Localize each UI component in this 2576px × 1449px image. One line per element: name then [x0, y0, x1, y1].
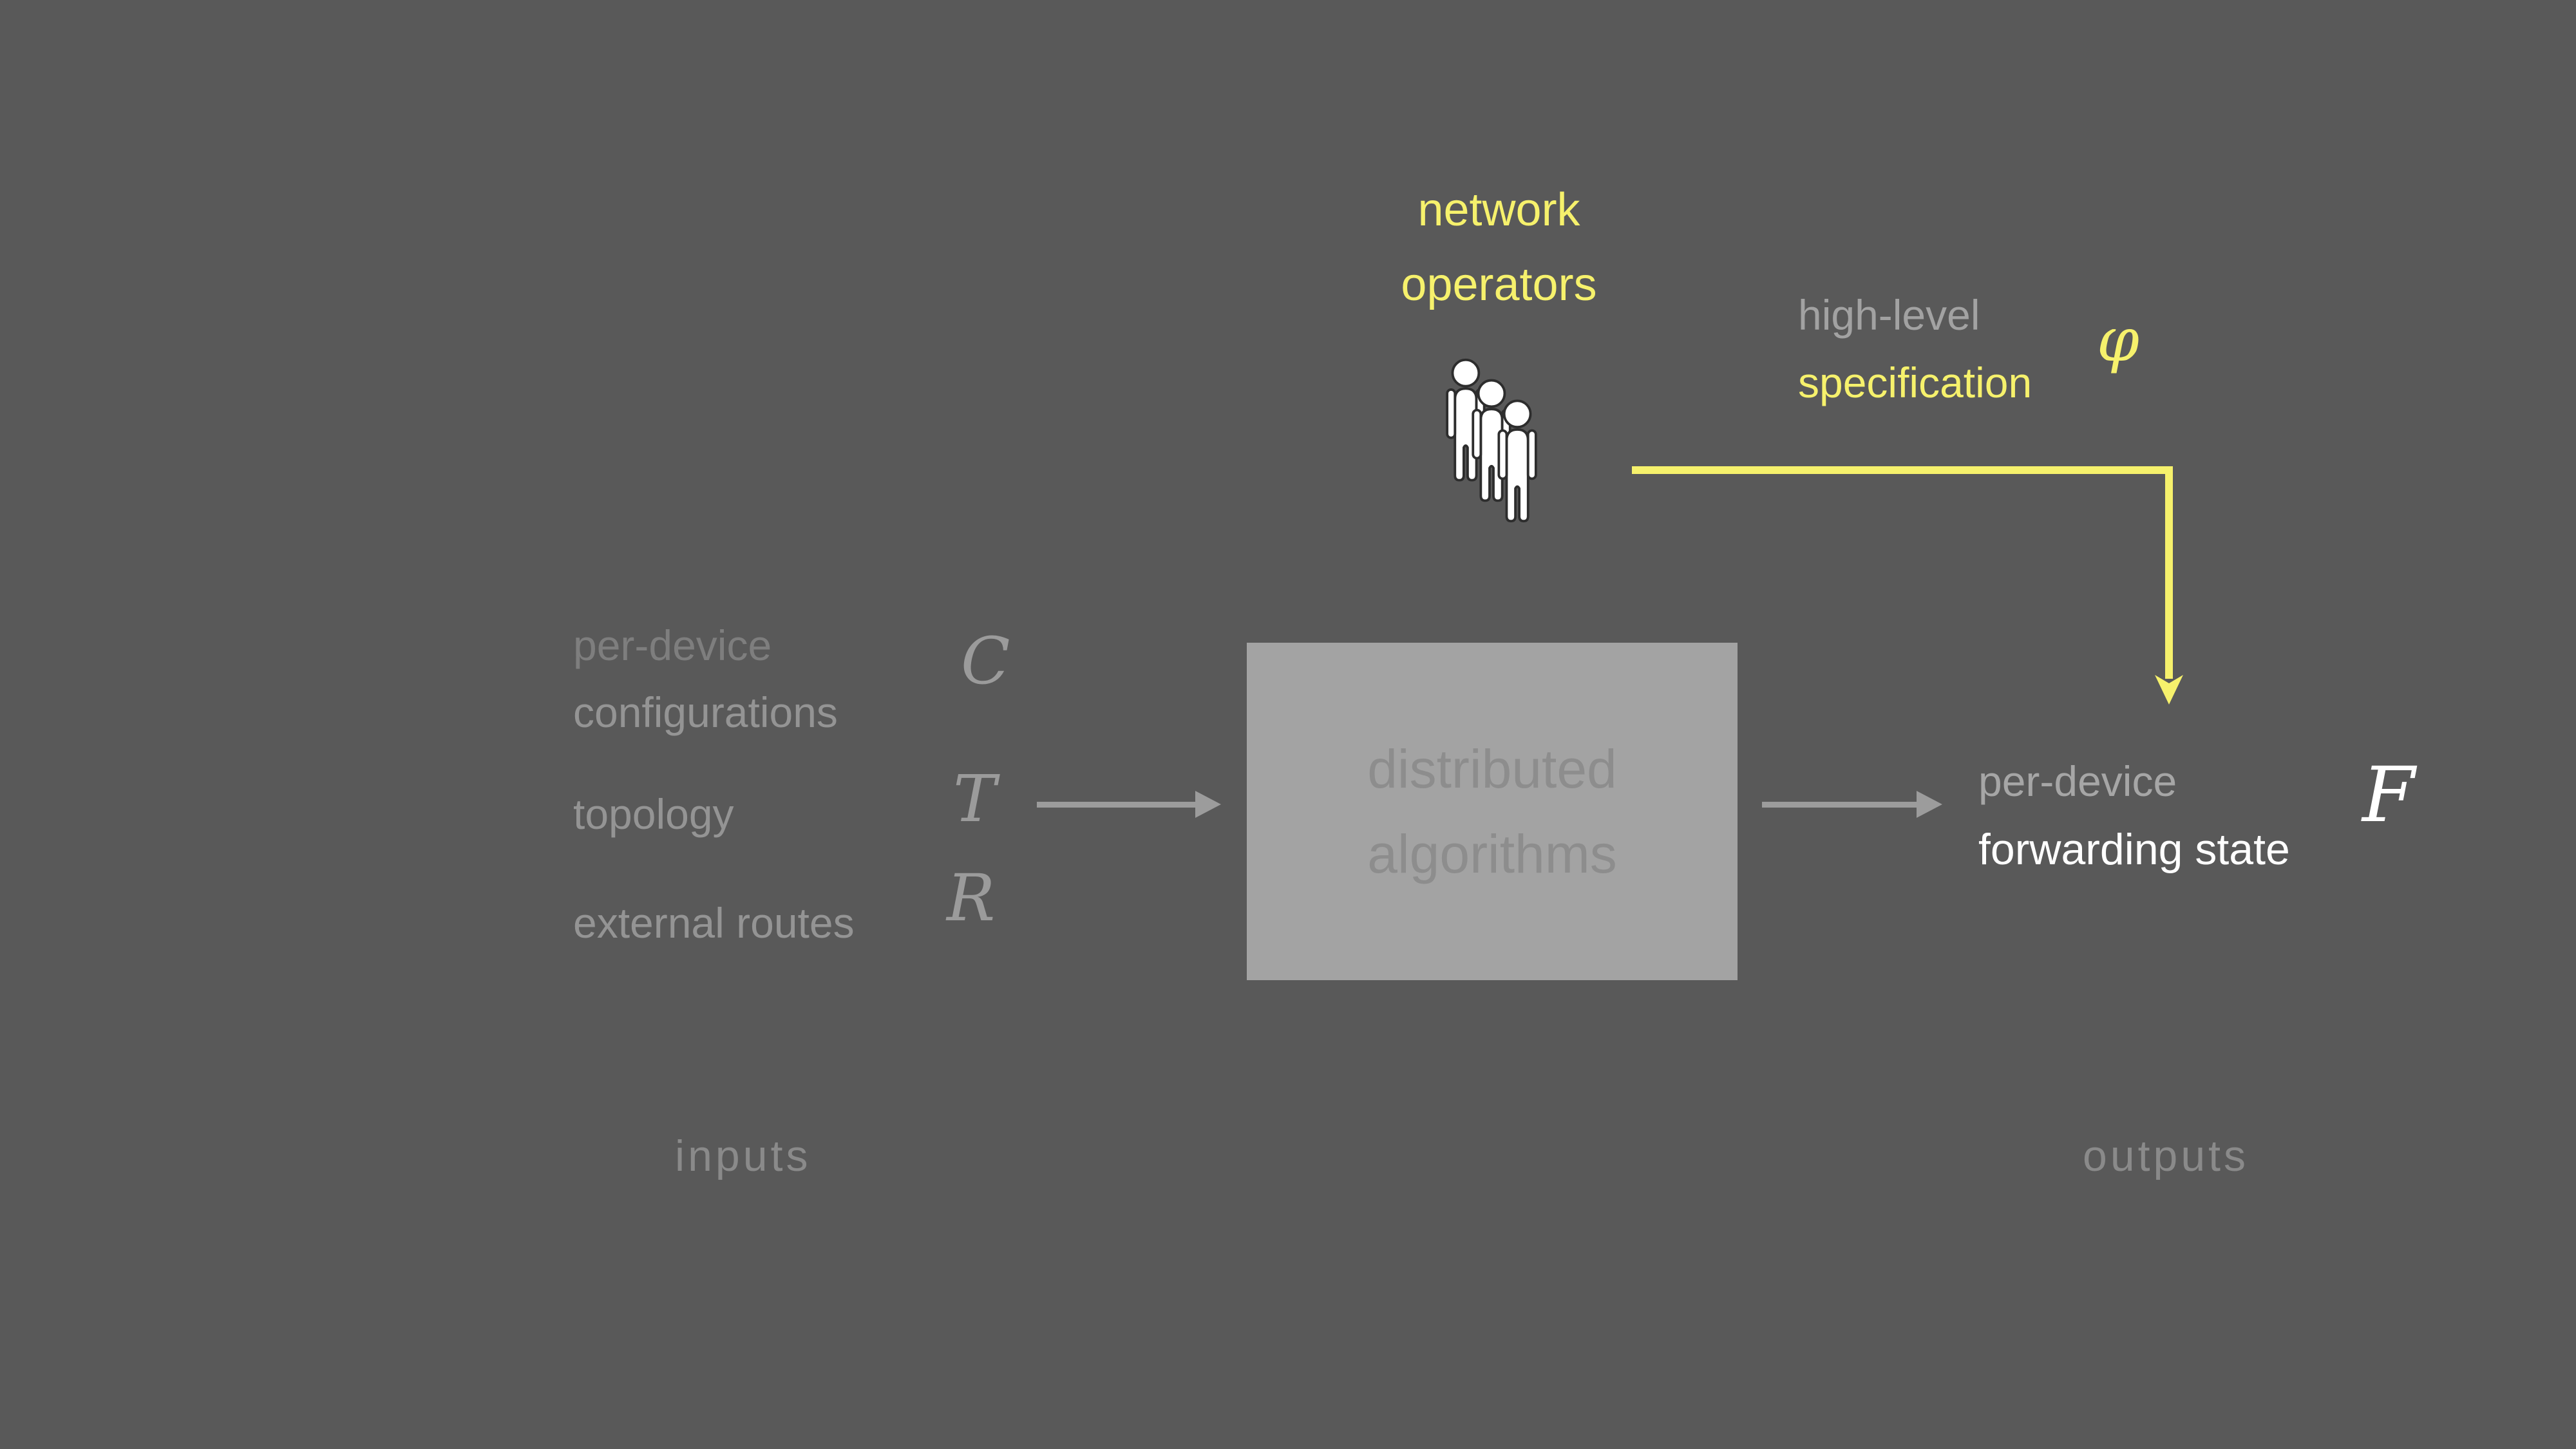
configurations-line2: configurations: [573, 688, 838, 736]
high-level-spec-label: high-level specification: [1798, 281, 2032, 417]
output-label: per-device forwarding state: [1978, 747, 2290, 884]
people-group-icon: [1446, 358, 1537, 523]
spec-line1: high-level: [1798, 291, 1980, 339]
symbol-t: T: [953, 761, 996, 837]
symbol-c: C: [961, 623, 1010, 699]
outputs-caption: outputs: [2083, 1132, 2249, 1180]
inputs-caption: inputs: [675, 1132, 811, 1180]
input-row-external-routes: external routes: [573, 899, 855, 947]
process-line1: distributed: [1367, 739, 1617, 799]
symbol-f: F: [2362, 750, 2415, 839]
phi-symbol: φ: [2097, 305, 2139, 375]
specification-arrow: [1632, 466, 2183, 705]
process-line2: algorithms: [1367, 824, 1617, 884]
symbol-r: R: [947, 860, 996, 936]
distributed-algorithms-box: distributed algorithms: [1247, 643, 1738, 980]
input-arrow: [1037, 791, 1221, 818]
spec-line2: specification: [1798, 359, 2032, 406]
input-row-topology: topology: [573, 790, 734, 838]
network-operators-line2: operators: [1401, 259, 1597, 310]
network-operators-label: network operators: [1388, 173, 1610, 322]
network-operators-line1: network: [1417, 184, 1580, 236]
output-line2: forwarding state: [1978, 825, 2290, 874]
output-line1: per-device: [1978, 757, 2177, 805]
output-arrow: [1762, 791, 1942, 818]
configurations-line1: per-device: [573, 621, 772, 669]
input-row-configurations: per-device configurations: [573, 612, 838, 746]
